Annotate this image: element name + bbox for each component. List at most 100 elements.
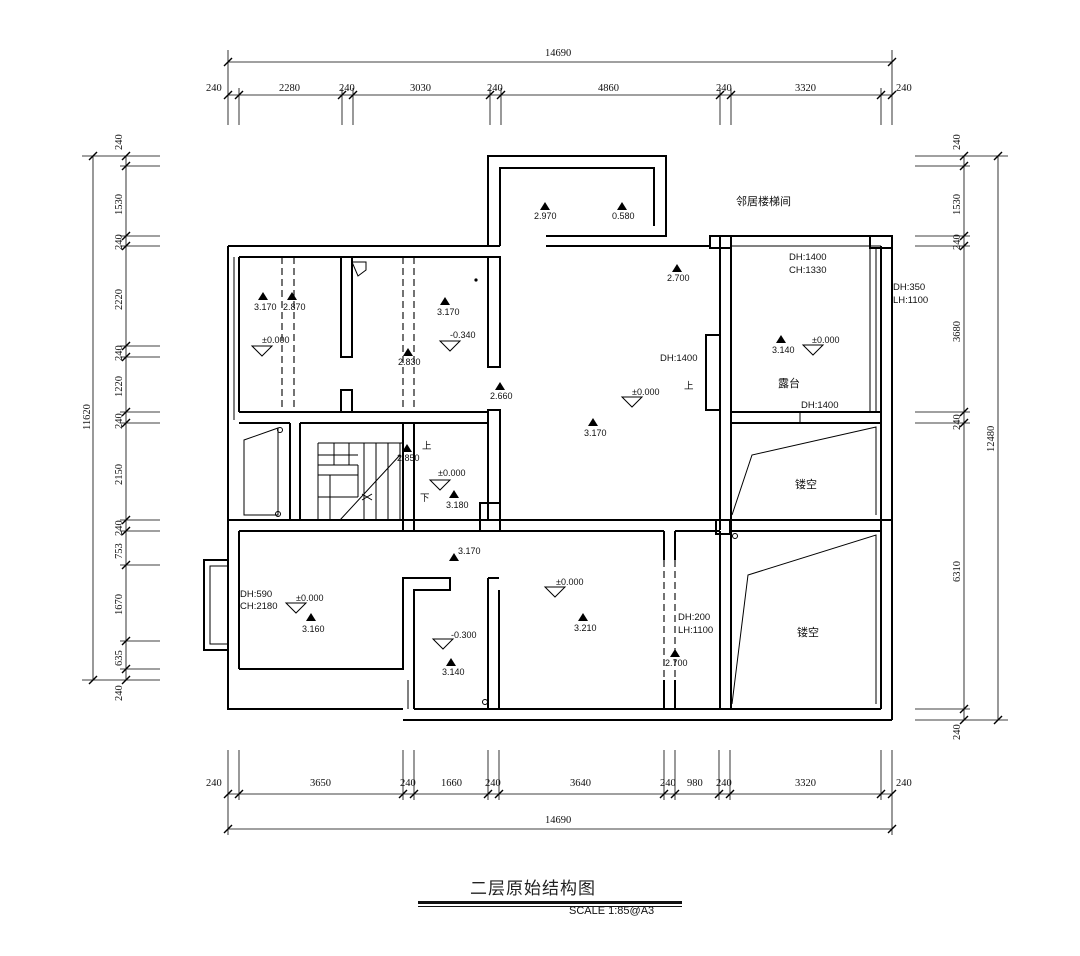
annotation: DH:1400 xyxy=(660,353,698,364)
drawing-scale: SCALE 1:85@A3 xyxy=(569,905,655,917)
floor-level: ±0.000 xyxy=(620,387,659,408)
elevation-label: 2.700 xyxy=(665,658,688,668)
elevation-label: 2.830 xyxy=(398,357,421,367)
bottom-dim-10: 3320 xyxy=(795,778,816,789)
left-dim-5: 240 xyxy=(114,345,125,361)
floor-level-label: ±0.000 xyxy=(438,468,465,478)
left-dim-9: 240 xyxy=(114,520,125,536)
bottom-dim-8: 980 xyxy=(687,778,703,789)
room-labels: 邻居楼梯间 露台 镂空 镂空 xyxy=(736,194,819,639)
bottom-dim-2: 3650 xyxy=(310,778,331,789)
title-underline xyxy=(418,901,682,904)
bottom-dim-3: 240 xyxy=(400,778,416,789)
left-dim-3: 240 xyxy=(114,234,125,250)
elevation-label: 3.160 xyxy=(302,624,325,634)
elevation-marker: 3.180 xyxy=(446,490,469,510)
elevation-markers: 2.970 0.580 2.700 3.170 2.870 3.170 2.83… xyxy=(254,202,795,677)
elevation-label: 3.170 xyxy=(458,546,481,556)
annotation: 上 xyxy=(684,381,694,392)
annotation: LH:1100 xyxy=(893,295,928,306)
elevation-label: 2.660 xyxy=(490,391,513,401)
elevation-marker: 2.870 xyxy=(283,292,306,312)
elevation-marker: 3.140 xyxy=(772,335,795,355)
bottom-total-dim: 14690 xyxy=(545,815,571,826)
top-dimension-chain: 14690 240 2280 240 3030 240 4860 240 332… xyxy=(206,48,912,125)
annotation: DH:1400 xyxy=(789,252,827,263)
left-dim-4: 2220 xyxy=(114,289,125,310)
right-total-dim: 12480 xyxy=(986,426,997,452)
left-dim-10: 753 xyxy=(114,543,125,559)
floor-level: ±0.000 xyxy=(543,577,583,598)
floor-level: -0.300 xyxy=(431,630,477,650)
top-dim-8: 3320 xyxy=(795,83,816,94)
top-dim-5: 240 xyxy=(487,83,503,94)
bottom-dim-1: 240 xyxy=(206,778,222,789)
floor-level: ±0.000 xyxy=(284,593,323,614)
floor-level-label: ±0.000 xyxy=(296,593,323,603)
elevation-marker: 3.160 xyxy=(302,613,325,634)
elevation-marker: 3.170 xyxy=(584,418,607,438)
bottom-dim-6: 3640 xyxy=(570,778,591,789)
floor-level: ±0.000 xyxy=(801,335,839,356)
elevation-marker: 2.850 xyxy=(397,444,420,463)
floor-level-label: -0.340 xyxy=(450,330,476,340)
floor-level: -0.340 xyxy=(438,330,476,352)
annotation: DH:590 xyxy=(240,589,272,600)
elevation-label: 3.210 xyxy=(574,623,597,633)
annotation: DH:1400 xyxy=(801,400,839,411)
elevation-marker: 3.170 xyxy=(437,297,460,317)
floor-level-label: ±0.000 xyxy=(812,335,839,345)
elevation-marker: 2.660 xyxy=(490,382,513,401)
left-dim-12: 635 xyxy=(114,650,125,666)
top-dim-9: 240 xyxy=(896,83,912,94)
elevation-marker: 0.580 xyxy=(612,202,635,221)
bottom-dim-9: 240 xyxy=(716,778,732,789)
annotation: 下 xyxy=(420,493,430,504)
bottom-dim-5: 240 xyxy=(485,778,501,789)
left-total-dim: 11620 xyxy=(82,404,93,430)
bottom-dimension-chain: 240 3650 240 1660 240 3640 240 980 240 3… xyxy=(206,750,912,835)
elevation-marker: 2.830 xyxy=(398,348,421,367)
left-dim-1: 240 xyxy=(114,134,125,150)
left-dim-13: 240 xyxy=(114,685,125,701)
annotation: DH:350 xyxy=(893,282,925,293)
top-dim-3: 240 xyxy=(339,83,355,94)
top-dim-2: 2280 xyxy=(279,83,300,94)
bottom-dim-11: 240 xyxy=(896,778,912,789)
annotation: 上 xyxy=(422,441,432,452)
floor-level-label: ±0.000 xyxy=(262,335,289,345)
right-dim-1: 240 xyxy=(952,134,963,150)
right-dim-6: 6310 xyxy=(952,561,963,582)
elevation-label: 3.170 xyxy=(584,428,607,438)
elevation-marker: 3.170 xyxy=(254,292,277,312)
left-dim-6: 1220 xyxy=(114,376,125,397)
left-dim-2: 1530 xyxy=(114,194,125,215)
top-dim-7: 240 xyxy=(716,83,732,94)
floor-level-markers: ±0.000 -0.340 ±0.000 ±0.000 ±0.000 ±0.00… xyxy=(250,330,839,650)
bottom-dim-7: 240 xyxy=(660,778,676,789)
elevation-label: 3.180 xyxy=(446,500,469,510)
floor-level: ±0.000 xyxy=(428,468,465,491)
elevation-marker: 2.700 xyxy=(667,264,690,283)
elevation-label: 3.170 xyxy=(254,302,277,312)
right-dim-5: 240 xyxy=(952,414,963,430)
right-dim-2: 1530 xyxy=(952,194,963,215)
elevation-label: 3.140 xyxy=(772,345,795,355)
room-label-void-lower: 镂空 xyxy=(797,625,819,639)
elevation-marker: 3.210 xyxy=(574,613,597,633)
right-dim-7: 240 xyxy=(952,724,963,740)
room-label-void-upper: 镂空 xyxy=(795,477,817,491)
elevation-marker: 2.700 xyxy=(665,649,688,668)
staircase xyxy=(317,442,403,521)
elevation-label: 2.850 xyxy=(397,453,420,463)
left-dim-11: 1670 xyxy=(114,594,125,615)
elevation-label: 3.140 xyxy=(442,667,465,677)
top-dim-4: 3030 xyxy=(410,83,431,94)
top-dim-1: 240 xyxy=(206,83,222,94)
bottom-dim-4: 1660 xyxy=(441,778,462,789)
walls xyxy=(203,155,893,721)
floor-level-label: ±0.000 xyxy=(556,577,583,587)
opening-annotations: DH:1400 CH:1330 DH:350 LH:1100 DH:1400 D… xyxy=(240,252,928,636)
floor-level-label: -0.300 xyxy=(451,630,477,640)
